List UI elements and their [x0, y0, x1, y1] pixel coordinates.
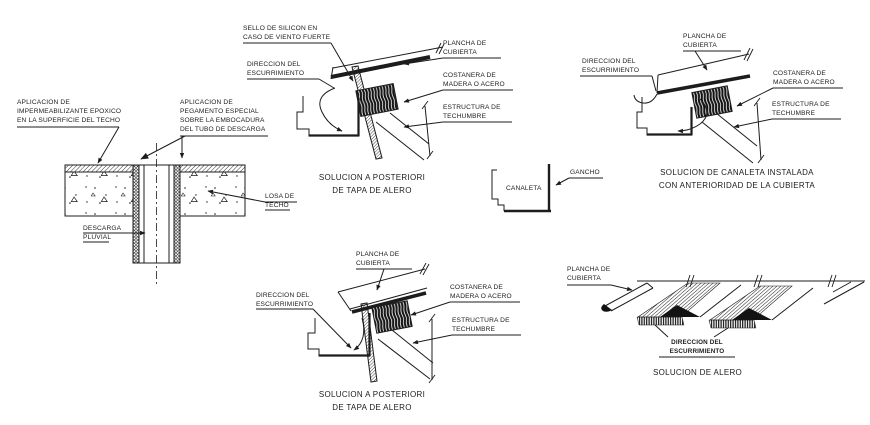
roof-structure-lines	[377, 313, 436, 384]
leader-lines-alero	[567, 284, 735, 358]
roof-slab	[64, 164, 246, 217]
leader-lines-canaleta-inst	[580, 50, 843, 129]
detail-tapa-alero-bottom	[256, 262, 521, 384]
label-direccion-top: DIRECCION DEL ESCURRIMIENTO	[247, 61, 305, 77]
eave-sheet-left	[601, 282, 654, 312]
label-plancha-bottom: PLANCHA DE CUBIERTA	[356, 251, 400, 267]
corrugation-period-a	[636, 282, 742, 326]
label-costanera-inst: COSTANERA DE MADERA O ACERO	[773, 70, 835, 86]
label-pegamento: APLICACION DE PEGAMENTO ESPECIAL SOBRE L…	[180, 99, 266, 133]
label-direccion-inst: DIRECCION DEL ESCURRIMIENTO	[582, 58, 640, 74]
detail-alero	[567, 274, 865, 358]
label-estructura-inst: ESTRUCTURA DE TECHUMBRE	[772, 101, 830, 117]
costanera-timber	[691, 85, 733, 119]
water-flow-arrow	[319, 87, 343, 132]
gutter-profile	[296, 96, 360, 137]
label-costanera-top: COSTANERA DE MADERA O ACERO	[443, 72, 505, 88]
corrugation-period-b	[708, 285, 814, 329]
label-plancha-inst: PLANCHA DE CUBIERTA	[683, 33, 727, 49]
label-gancho: GANCHO	[570, 169, 600, 176]
label-estructura-bottom: ESTRUCTURA DE TECHUMBRE	[452, 317, 510, 333]
gutter-left-step	[491, 169, 505, 211]
label-descarga-pluvial: DESCARGA PLUVIAL	[83, 225, 122, 241]
caption-tapa-alero-top: SOLUCION A POSTERIORI DE TAPA DE ALERO	[318, 173, 426, 195]
label-plancha-alero: PLANCHA DE CUBIERTA	[567, 266, 611, 282]
label-canaleta: CANALETA	[506, 185, 542, 192]
label-impermeabilizante: APLICACION DE IMPERMEABILIZANTE EPOXICO …	[17, 99, 122, 124]
leader-lines-tapa-bottom	[256, 268, 521, 349]
costanera-timber	[371, 300, 413, 334]
label-estructura-top: ESTRUCTURA DE TECHUMBRE	[443, 104, 501, 120]
label-losa-de-techo: LOSA DE TECHO	[265, 193, 295, 209]
leader-lines-gancho	[555, 177, 603, 186]
caption-canaleta-instalada: SOLUCION DE CANALETA INSTALADA CON ANTER…	[658, 168, 816, 190]
drain-pipe	[132, 143, 181, 285]
label-plancha-top: PLANCHA DE CUBIERTA	[443, 40, 487, 56]
roof-plate	[330, 42, 445, 80]
detail-roof-drain	[17, 126, 297, 285]
water-flow-arrow	[677, 98, 708, 134]
gutter-profile	[636, 97, 693, 136]
drip-curl	[601, 304, 612, 312]
caption-solucion-alero: SOLUCION DE ALERO	[652, 368, 743, 377]
label-direccion-bottom: DIRECCION DEL ESCURRIMIENTO	[256, 292, 314, 308]
water-flow-arrow	[353, 317, 365, 351]
detail-canaleta-instalada	[580, 47, 843, 164]
gutter-profile	[307, 313, 371, 357]
roof-structure-lines	[701, 97, 765, 164]
eave-sheet-right	[823, 281, 865, 305]
leader-lines-drain	[17, 126, 297, 243]
caption-tapa-alero-bottom: SOLUCION A POSTERIORI DE TAPA DE ALERO	[318, 390, 426, 412]
label-direccion-alero: DIRECCION DEL ESCURRIMIENTO	[669, 339, 725, 355]
drip-edge	[633, 93, 658, 104]
label-sello-silicon: SELLO DE SILICON EN CASO DE VIENTO FUERT…	[243, 25, 331, 41]
detail-tapa-alero-top	[243, 42, 513, 161]
leader-lines-tapa-top	[243, 42, 513, 129]
label-costanera-bottom: COSTANERA DE MADERA O ACERO	[450, 284, 512, 300]
roof-structure-lines	[375, 100, 434, 161]
break-marks	[685, 274, 837, 288]
detail-canaleta-profile	[491, 164, 603, 213]
